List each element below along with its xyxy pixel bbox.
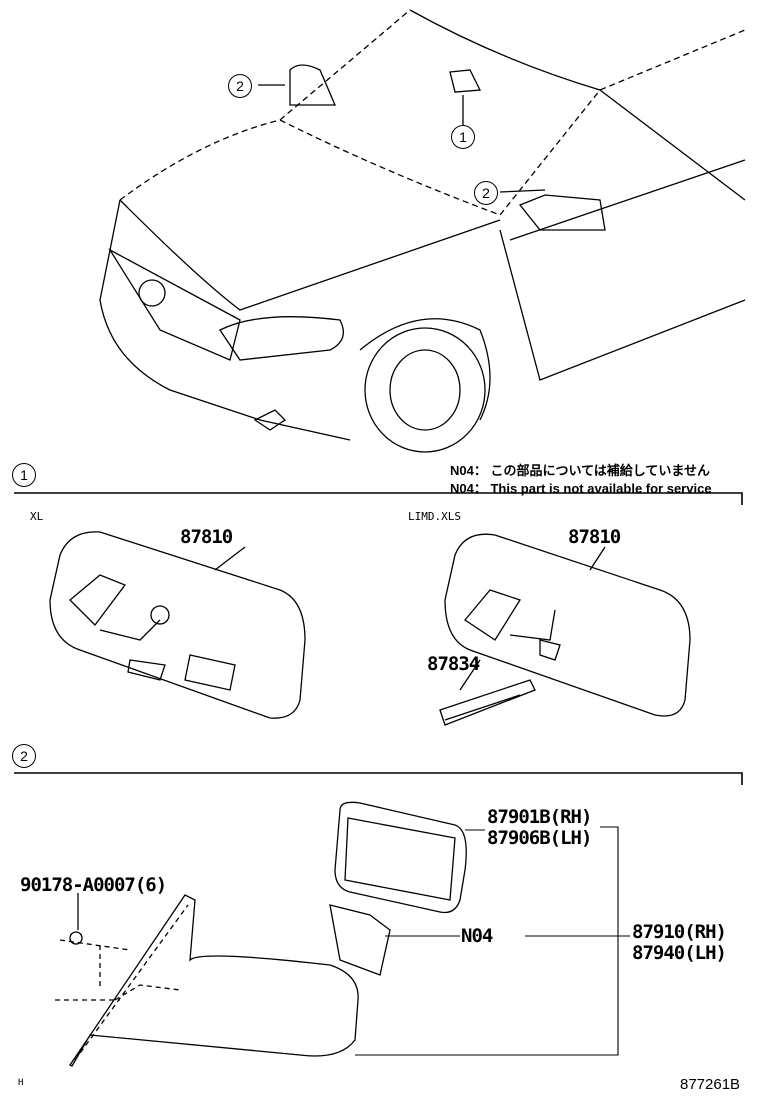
section-2-marker: 2 bbox=[12, 744, 36, 768]
part-87901b[interactable]: 87901B(RH) bbox=[487, 806, 592, 828]
diagram-code: 877261B bbox=[680, 1076, 741, 1093]
part-90178[interactable]: 90178-A0007(6) bbox=[20, 874, 167, 896]
rearview-mirror-limd bbox=[439, 533, 691, 726]
callout-2-right: 2 bbox=[474, 181, 498, 205]
part-87910[interactable]: 87910(RH) bbox=[632, 921, 727, 943]
footer-left-mark: H bbox=[18, 1078, 24, 1088]
outer-mirror-assembly bbox=[55, 801, 630, 1067]
variant-xl: XL bbox=[30, 510, 44, 523]
part-87834[interactable]: 87834 bbox=[427, 653, 480, 675]
section-1-marker: 1 bbox=[12, 463, 36, 487]
part-87906b[interactable]: 87906B(LH) bbox=[487, 827, 592, 849]
part-n04[interactable]: N04 bbox=[461, 925, 493, 947]
rearview-mirror-xl bbox=[49, 531, 306, 719]
note-jp: N04： この部品については補給していません bbox=[450, 463, 711, 478]
variant-limd: LIMD.XLS bbox=[408, 510, 461, 523]
callout-2-top: 2 bbox=[228, 74, 252, 98]
part-87810-left[interactable]: 87810 bbox=[180, 526, 233, 548]
part-87810-right[interactable]: 87810 bbox=[568, 526, 621, 548]
part-87940[interactable]: 87940(LH) bbox=[632, 942, 727, 964]
note-en: N04： This part is not available for serv… bbox=[450, 481, 712, 496]
callout-1-top: 1 bbox=[451, 125, 475, 149]
car-illustration bbox=[99, 9, 746, 453]
